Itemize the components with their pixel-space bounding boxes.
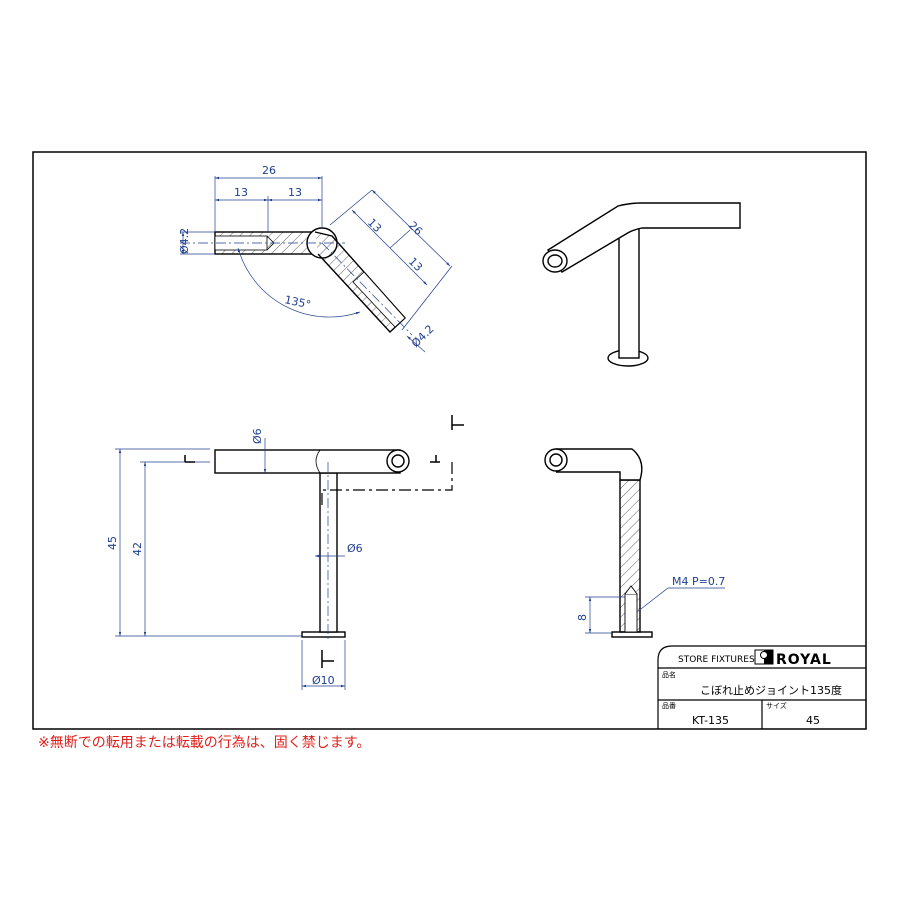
part-no-label: 品番 [662,702,676,710]
dim-13-b: 13 [288,186,302,199]
dim-diag-26: 26 [406,219,425,238]
royal-logo: ROYAL [754,649,832,668]
dim-diam-right: Ø4.2 [409,322,437,350]
top-view [180,227,413,336]
dim-diam-left: Ø4.2 [178,228,191,254]
dim-height-45: 45 [106,536,119,550]
section-view [544,448,653,638]
title-block [657,645,866,729]
drawing-frame [32,151,867,730]
size-label: サイズ [766,701,787,710]
company-tag: STORE FIXTURES [678,655,755,665]
dim-diag-13-a: 13 [365,216,384,235]
dim-diag-13-b: 13 [406,255,425,274]
front-view-dimensions [115,438,346,690]
copyright-notice: ※無断での転用または転載の行為は、固く禁じます。 [38,735,371,751]
section-view-dimensions [585,587,725,634]
brand-name: ROYAL [776,652,832,668]
thread-depth: 8 [576,614,589,621]
dim-angle: 135° [283,293,312,311]
dim-bar-diam: Ø6 [251,428,264,444]
name-label: 品名 [662,670,676,679]
dim-post-diam: Ø6 [347,542,363,555]
dim-overall-26: 26 [262,164,276,177]
isometric-view [542,202,741,367]
name-value: こぼれ止めジョイント135度 [700,683,842,697]
top-view-dimensions [180,176,453,353]
front-view [214,449,410,638]
dim-base-diam: Ø10 [312,674,335,687]
thread-spec: M4 P=0.7 [672,575,725,588]
size-value: 45 [806,714,820,727]
part-no-value: KT-135 [692,714,729,727]
dim-13-a: 13 [234,186,248,199]
dim-height-42: 42 [131,542,144,556]
section-cut-lines [184,415,464,668]
